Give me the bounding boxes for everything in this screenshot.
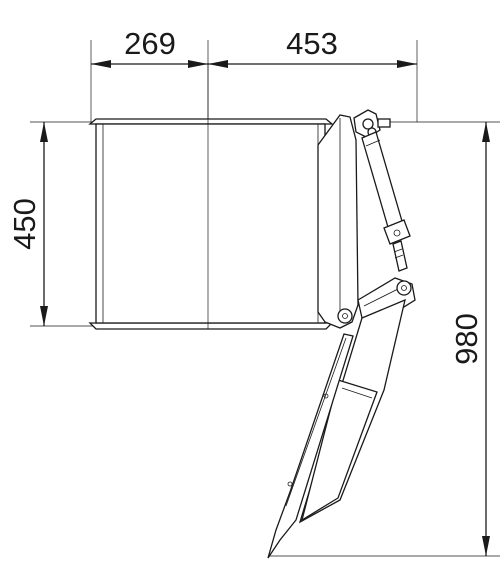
dimension-left-height: 450 [7, 121, 95, 327]
lower-pivot-icon [337, 308, 353, 324]
hydraulic-cylinder [353, 109, 411, 272]
dimension-label-450: 450 [7, 198, 42, 250]
dimension-right-height: 980 [268, 121, 500, 557]
dimension-top-left: 269 [90, 26, 209, 122]
discharge-chute [267, 298, 406, 559]
dimension-top-right: 453 [208, 26, 418, 122]
upper-pivot-icon [396, 280, 412, 296]
dimension-label-269: 269 [124, 26, 176, 61]
upper-mount-bracket [317, 114, 359, 329]
drum-body [88, 64, 334, 330]
dimension-label-980: 980 [449, 313, 484, 365]
dimension-label-453: 453 [286, 26, 338, 61]
